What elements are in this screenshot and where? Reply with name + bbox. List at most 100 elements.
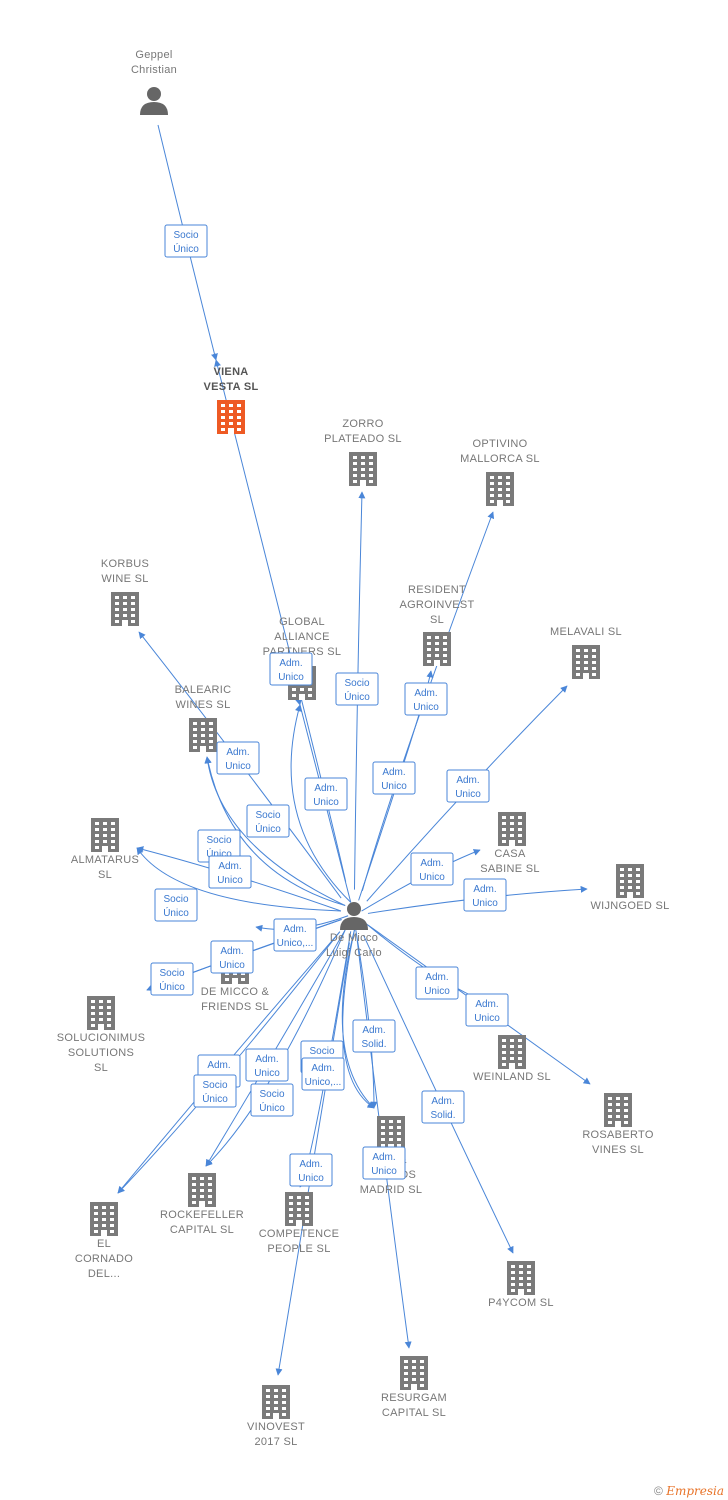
edge-label-text: Único [344,690,370,703]
building-window [131,620,135,623]
building-window [208,1195,212,1198]
building-window [111,846,115,849]
building-window [297,1202,301,1205]
building-window [91,1006,95,1009]
melavali-building-icon[interactable] [572,645,600,679]
building-window [110,1206,114,1209]
building-window [519,1265,523,1268]
edge-labels-layer: SocioÚnicoAdm.UnicoSocioÚnicoAdm.UnicoAd… [150,224,509,1187]
edge-label[interactable]: Adm.Solid. [421,1090,465,1124]
solucionimus-building-icon[interactable] [87,996,115,1030]
edge-label[interactable]: Adm.Unico [372,761,416,795]
edge-label[interactable]: Adm.Unico [463,878,507,912]
edge-label-text: Socio [309,1046,334,1057]
edge-label-text: Adm. [382,767,405,778]
wijngoed-building-icon[interactable] [616,864,644,898]
edge-label[interactable]: Adm.Unico [210,940,254,974]
edge-label[interactable]: Adm.Unico,... [273,918,317,952]
edge-label[interactable]: Adm.Unico [404,682,448,716]
building-window [592,655,596,658]
demicco_center-person-icon[interactable] [340,902,368,930]
building-window [427,642,431,645]
rockefeller-building-icon[interactable] [188,1173,216,1207]
building-window [209,722,213,725]
edge-label-box [352,1019,396,1053]
balearic-building-icon[interactable] [189,718,217,752]
optivino-building-icon[interactable] [486,472,514,506]
building-window [616,1103,620,1106]
rosaberto-building-icon[interactable] [604,1093,632,1127]
weinland-building-icon[interactable] [498,1035,526,1069]
brand-logo[interactable]: Empresia [666,1484,724,1498]
building-door [497,500,503,506]
building-window [95,840,99,843]
edge-label[interactable]: Adm.Unico [410,852,454,886]
resurgam-label: CAPITAL SL [382,1407,446,1419]
building-window [498,476,502,479]
building-window [192,1195,196,1198]
edge-label[interactable]: Adm.Unico,... [301,1057,345,1091]
edge-label[interactable]: Adm.Unico [446,769,490,803]
building-window [592,673,596,676]
edge-label[interactable]: Adm.Unico [245,1048,289,1082]
building-window [229,416,233,419]
building-window [192,1177,196,1180]
building-window [443,648,447,651]
edge-label[interactable]: Adm.Unico [289,1153,333,1187]
building-window [584,661,588,664]
building-window [412,1378,416,1381]
building-window [584,667,588,670]
edge-label[interactable]: Adm.Unico [415,966,459,1000]
geppel-person-icon[interactable] [140,87,168,115]
building-window [229,410,233,413]
building-window [225,978,229,981]
viena-building-icon[interactable] [217,400,245,434]
building-window [282,1413,286,1416]
building-window [115,614,119,617]
building-window [297,1214,301,1217]
solucionimus-label: SL [94,1062,108,1074]
building-window [397,1132,401,1135]
cornado-building-icon[interactable] [90,1202,118,1236]
demicco_madrid-building-icon[interactable] [377,1116,405,1150]
zorro-building-icon[interactable] [349,452,377,486]
building-door [615,1121,621,1127]
korbus-building-icon[interactable] [111,592,139,626]
p4ycom-building-icon[interactable] [507,1261,535,1295]
building-window [636,892,640,895]
edge-label-text: Socio [202,1080,227,1091]
resurgam-building-icon[interactable] [400,1356,428,1390]
building-window [527,1271,531,1274]
edge-label-box [335,672,379,706]
edge-label[interactable]: Adm.Unico [208,855,252,889]
building-window [131,602,135,605]
building-window [208,1201,212,1204]
building-window [305,1196,309,1199]
vinovest-building-icon[interactable] [262,1385,290,1419]
casa-building-icon[interactable] [498,812,526,846]
edge-label[interactable]: Adm.Unico [269,652,313,686]
edge-label-text: Único [159,980,185,993]
edge-label-text: Unico [313,797,339,808]
edge-label[interactable]: Adm.Unico [465,993,509,1027]
resident-building-icon[interactable] [423,632,451,666]
edge-label-text: Adm. [299,1159,322,1170]
competence-building-icon[interactable] [285,1192,313,1226]
building-window [443,642,447,645]
edge-label-text: Unico [413,702,439,713]
edge-label[interactable]: Adm.Solid. [352,1019,396,1053]
edge-label-text: Unico [474,1013,500,1024]
building-window [420,1378,424,1381]
edge-label[interactable]: Adm.Unico [216,741,260,775]
edge-label[interactable]: Adm.Unico [304,777,348,811]
building-window [192,1183,196,1186]
almatarus-building-icon[interactable] [91,818,119,852]
edge-label[interactable]: Adm.Unico [362,1146,406,1180]
